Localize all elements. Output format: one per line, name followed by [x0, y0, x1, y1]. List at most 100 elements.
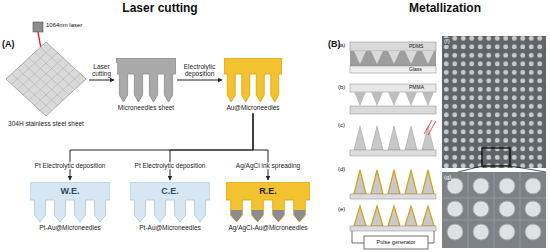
microneedle-comb: Au@Microneedles	[224, 58, 282, 111]
zoom-box	[482, 148, 510, 166]
laser-ablation	[428, 121, 436, 135]
coated-needle	[354, 170, 366, 194]
coated-needle	[371, 170, 383, 194]
needle	[371, 126, 383, 150]
node-caption: Microneedles sheet	[116, 104, 176, 111]
needle-dome	[447, 224, 463, 240]
si-mold	[350, 51, 436, 66]
needle-dome	[447, 201, 463, 217]
cavity	[388, 51, 400, 64]
step-label: Laser cutting	[87, 63, 117, 78]
process-arrow	[70, 113, 253, 180]
needle	[405, 92, 417, 106]
electrode-name: W.E.	[30, 182, 110, 200]
shape-area: W.E.	[30, 182, 110, 222]
steel-sheet: 304H stainless steel sheet	[4, 40, 88, 127]
part-label: (d)	[338, 166, 345, 173]
node-caption: 304H stainless steel sheet	[4, 120, 88, 127]
node-caption: Pt-Au@Microneedles	[30, 224, 110, 231]
part-label: Glass	[409, 67, 422, 73]
microneedle-comb: W.E. Pt-Au@Microneedles	[30, 182, 110, 231]
sheet-outline	[6, 42, 86, 116]
coated-needle	[405, 206, 417, 226]
part-label: Pulse generator	[377, 239, 416, 245]
needle	[422, 92, 434, 106]
process-arrow	[89, 80, 114, 81]
laser-head	[33, 22, 43, 32]
shape-area	[224, 58, 282, 102]
needle-dome	[473, 201, 489, 217]
needle-dome	[525, 224, 541, 240]
part-label: PMMA	[409, 85, 424, 91]
microneedle-comb: Microneedles sheet	[116, 58, 176, 111]
needle-dome	[499, 178, 515, 194]
pdms-layer	[350, 42, 436, 51]
panel-title: Metallization	[409, 2, 481, 15]
panel-letter: (A)	[2, 40, 15, 50]
comb-outline	[226, 182, 310, 222]
base-layer	[350, 150, 436, 156]
shape-area	[116, 58, 176, 102]
comb-outline	[116, 58, 176, 102]
agcl-tip	[273, 210, 285, 222]
step-label: Ag/AgCl ink spreading	[235, 162, 301, 169]
shape-area: R.E.	[226, 182, 310, 222]
part-label: (a)	[338, 42, 345, 49]
shape-area	[4, 40, 88, 118]
part-label: (c)	[338, 122, 345, 129]
coated-needle	[422, 170, 434, 194]
needle	[371, 92, 383, 106]
needle	[354, 126, 366, 150]
part-label: (f)	[444, 38, 450, 45]
node-shape	[116, 58, 176, 102]
node-caption: Au@Microneedles	[224, 104, 282, 111]
needle	[354, 92, 366, 106]
node-shape	[4, 40, 88, 118]
agcl-tip	[252, 210, 264, 222]
node-caption: Pt-Au@Microneedles	[130, 224, 210, 231]
microneedle-comb: C.E. Pt-Au@Microneedles	[130, 182, 210, 231]
cavity	[422, 51, 434, 64]
electrode-name: C.E.	[130, 182, 210, 200]
part-label: (b)	[338, 84, 345, 91]
pulse-generator-box	[364, 236, 428, 249]
pdms-layer	[350, 106, 436, 114]
photo-zoom	[442, 172, 546, 248]
agcl-tip	[231, 210, 243, 222]
pmma-layer	[350, 84, 436, 92]
needle-dome	[499, 224, 515, 240]
cavity	[371, 51, 383, 64]
comb-outline	[30, 182, 110, 222]
cavity	[354, 51, 366, 64]
needle-dome	[473, 224, 489, 240]
part-label: 1064nm laser	[46, 22, 82, 29]
part-label: (g)	[444, 174, 451, 181]
needle	[388, 92, 400, 106]
step-label: Electrolytic deposition	[176, 63, 224, 78]
coated-needle	[422, 206, 434, 226]
needle-dome	[499, 201, 515, 217]
base-layer	[350, 194, 436, 199]
needle	[388, 126, 400, 150]
agcl-tip	[294, 210, 306, 222]
node-caption: Ag/AgCl-Au@Microneedles	[226, 224, 310, 231]
needle	[422, 126, 434, 150]
coated-needle	[388, 170, 400, 194]
glass-layer	[350, 66, 436, 73]
coated-needle	[405, 170, 417, 194]
process-arrow	[177, 80, 222, 81]
process-arrow	[253, 113, 268, 180]
cavity	[405, 51, 417, 64]
needle-dome	[525, 178, 541, 194]
process-arrow	[170, 113, 253, 180]
step-label: Pt Electrolytic deposition	[134, 162, 207, 169]
node-shape	[224, 58, 282, 102]
zoom-line	[458, 166, 482, 172]
photo-array	[442, 36, 546, 168]
needle-dome	[525, 201, 541, 217]
microneedle-comb: R.E. Ag/AgCl-Au@Microneedles	[226, 182, 310, 231]
laser-ablation	[424, 120, 432, 134]
metal-trace	[442, 172, 546, 248]
